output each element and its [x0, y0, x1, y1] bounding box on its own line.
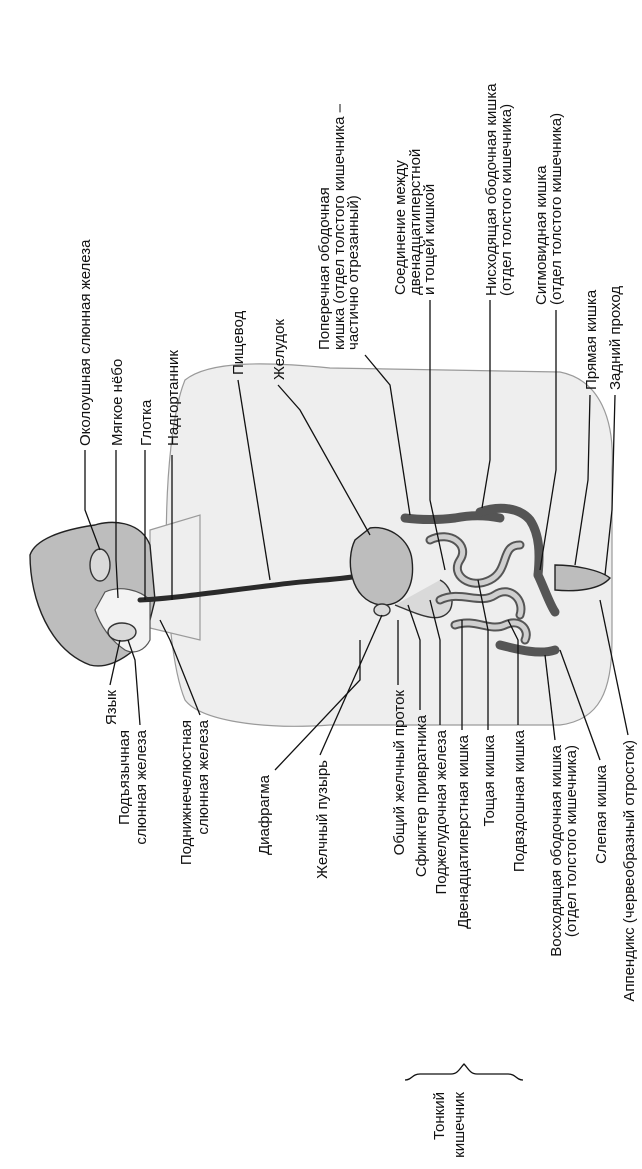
- svg-text:слюнная железа: слюнная железа: [195, 719, 212, 834]
- label-sublingual-gland: Подъязычная слюнная железа: [116, 729, 150, 844]
- transverse-colon-tube: [405, 516, 500, 520]
- small-intestine-brace: [405, 1064, 523, 1080]
- svg-text:(отдел толстого кишечника): (отдел толстого кишечника): [563, 745, 580, 937]
- label-transverse-colon: Поперечная ободочная кишка (отдел толсто…: [316, 103, 362, 350]
- label-soft-palate: Мягкое нёбо: [109, 359, 126, 446]
- svg-text:(отдел толстого кишечника): (отдел толстого кишечника): [498, 104, 515, 296]
- label-cecum: Слепая кишка: [593, 764, 610, 864]
- label-gallbladder: Желчный пузырь: [314, 760, 331, 879]
- label-anus: Задний проход: [607, 286, 624, 390]
- label-descending-colon: Нисходящая ободочная кишка (отдел толсто…: [483, 83, 515, 296]
- label-ascending-colon: Восходящая ободочная кишка (отдел толсто…: [548, 744, 580, 956]
- svg-text:(отдел толстого кишечника): (отдел толстого кишечника): [548, 113, 565, 305]
- label-stomach: Желудок: [271, 319, 288, 380]
- label-submandibular-gland: Поднижнечелюстная слюнная железа: [178, 719, 212, 865]
- label-duodenum: Двенадцатиперстная кишка: [455, 734, 472, 928]
- svg-text:кишечник: кишечник: [451, 1092, 468, 1158]
- label-appendix: Аппендикс (червеобразный отросток): [621, 740, 638, 1002]
- parotid-shape: [90, 549, 110, 581]
- neck: [150, 515, 200, 640]
- label-jejunum: Тощая кишка: [481, 734, 498, 826]
- svg-text:Тонкий: Тонкий: [431, 1092, 448, 1140]
- label-esophagus: Пищевод: [230, 311, 247, 375]
- label-parotid-gland: Околоушная слюнная железа: [77, 239, 94, 446]
- tongue-shape: [108, 623, 136, 641]
- svg-text:и тощей кишкой: и тощей кишкой: [421, 184, 438, 295]
- label-rectum: Прямая кишка: [583, 289, 600, 390]
- svg-text:частично отрезанный): частично отрезанный): [345, 195, 362, 350]
- label-pancreas: Поджелудочная железа: [433, 729, 450, 894]
- svg-text:Подъязычная: Подъязычная: [116, 730, 133, 825]
- label-small-intestine: Тонкий кишечник: [431, 1092, 468, 1158]
- gallbladder-shape: [374, 604, 390, 616]
- label-pharynx: Глотка: [138, 399, 155, 446]
- label-tongue: Язык: [103, 690, 120, 725]
- label-duodenojejunal-junction: Соединение между двенадцатиперстной и то…: [392, 149, 438, 295]
- label-pyloric-sphincter: Сфинктер привратника: [413, 714, 430, 877]
- label-common-bile-duct: Общий желчный проток: [391, 690, 408, 856]
- label-ileum: Подвздошная кишка: [511, 729, 528, 872]
- label-sigmoid-colon: Сигмовидная кишка (отдел толстого кишечн…: [533, 113, 565, 305]
- svg-text:слюнная железа: слюнная железа: [133, 729, 150, 844]
- label-epiglottis: Надгортанник: [165, 350, 182, 446]
- label-diaphragm: Диафрагма: [256, 774, 273, 855]
- svg-text:Поднижнечелюстная: Поднижнечелюстная: [178, 720, 195, 865]
